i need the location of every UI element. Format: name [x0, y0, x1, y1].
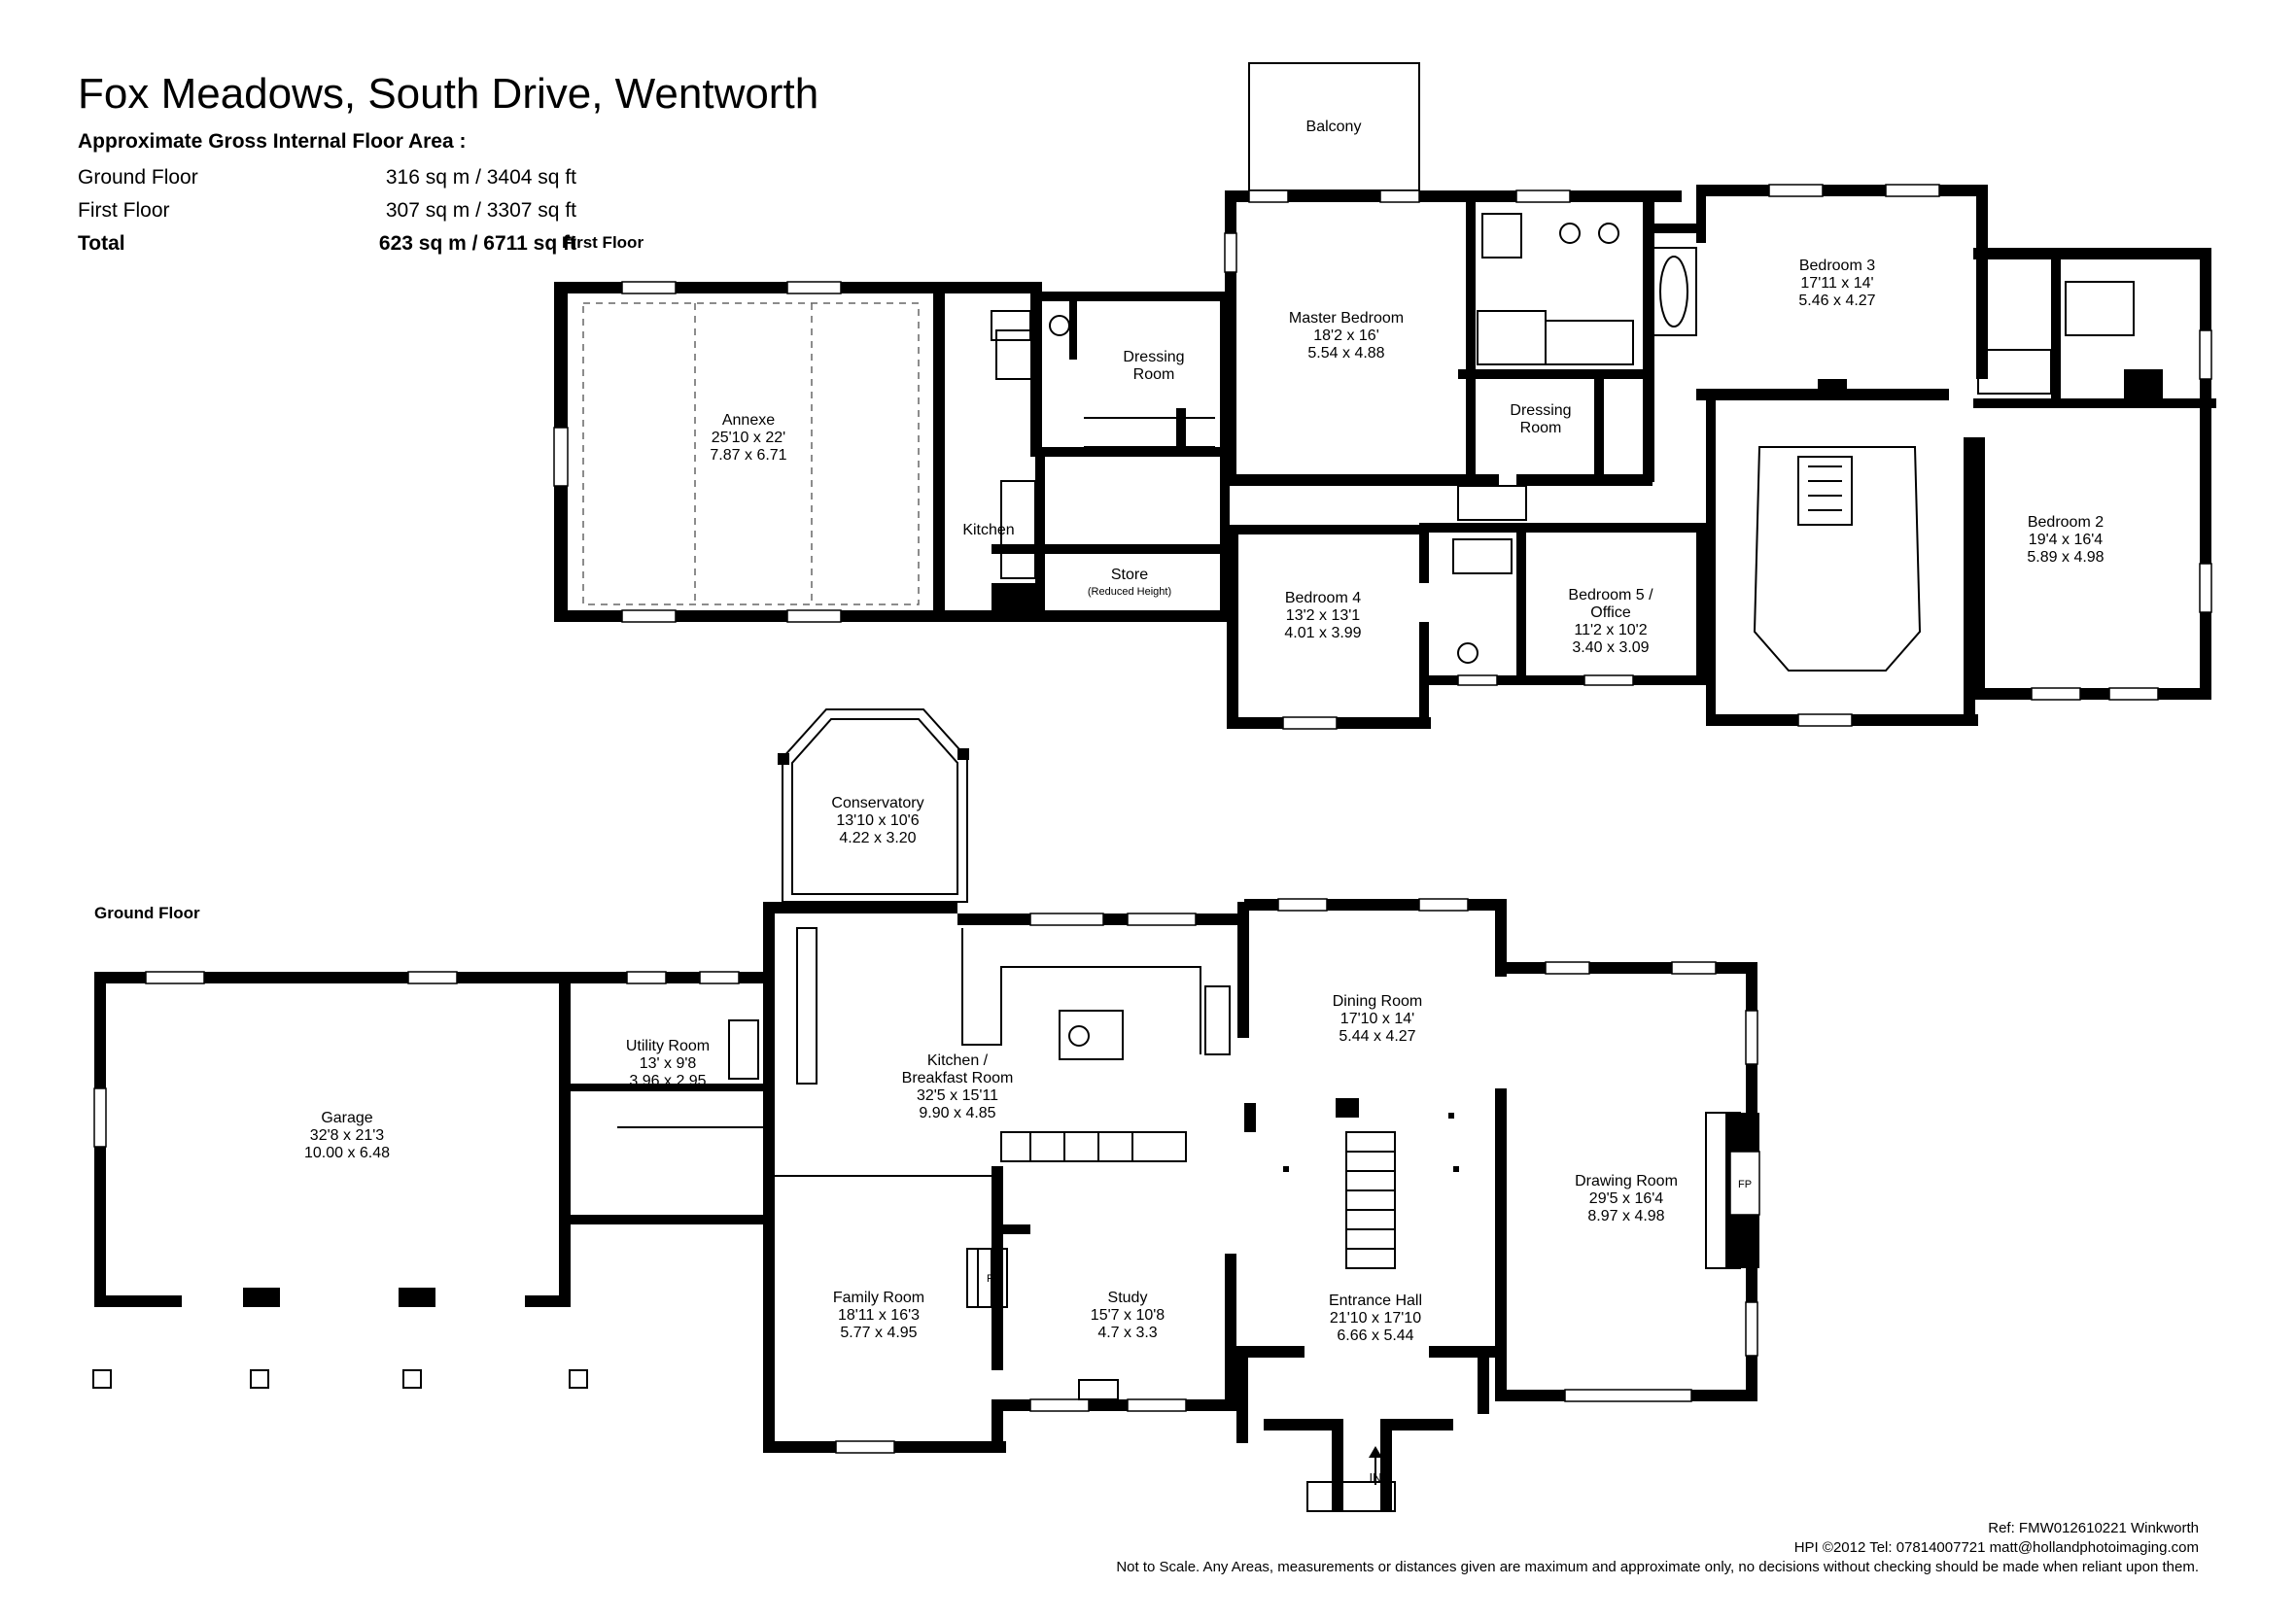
page-title: Fox Meadows, South Drive, Wentworth [78, 70, 819, 118]
room-size-master-metric: 5.54 x 4.88 [1307, 345, 1384, 362]
room-size-garage-imperial: 32'8 x 21'3 [310, 1127, 384, 1144]
room-name-entrance-hall: Entrance Hall [1329, 1293, 1422, 1309]
room-size-family-imperial: 18'11 x 16'3 [838, 1307, 920, 1324]
room-size-annexe-imperial: 25'10 x 22' [712, 430, 785, 446]
room-size-conservatory-metric: 4.22 x 3.20 [839, 830, 916, 846]
room-name-kitchen-breakfast-line2: Breakfast Room [902, 1070, 1014, 1086]
room-note-store: (Reduced Height) [1088, 586, 1171, 598]
room-name-bedroom-4: Bedroom 4 [1285, 590, 1361, 606]
room-name-bedroom-3: Bedroom 3 [1799, 258, 1875, 274]
room-name-dining-room: Dining Room [1333, 993, 1422, 1010]
footer-disclaimer: Not to Scale. Any Areas, measurements or… [1116, 1559, 2199, 1575]
room-size-bedroom-3-imperial: 17'11 x 14' [1800, 275, 1873, 292]
room-size-conservatory-imperial: 13'10 x 10'6 [836, 812, 919, 829]
room-size-study-metric: 4.7 x 3.3 [1097, 1325, 1157, 1341]
room-size-dining-metric: 5.44 x 4.27 [1339, 1028, 1415, 1045]
room-name-drawing-room: Drawing Room [1575, 1173, 1678, 1189]
floor-area-value: 623 sq m / 6711 sq ft [378, 232, 576, 255]
fireplace-label-drawing: FP [1738, 1179, 1752, 1190]
ground-floor-plan [92, 708, 1760, 1512]
ground-floor-label: Ground Floor [94, 904, 200, 922]
first-floor-plan [553, 62, 2216, 730]
room-size-bedroom-5-metric: 3.40 x 3.09 [1572, 639, 1649, 656]
room-name-utility-room: Utility Room [626, 1038, 710, 1054]
room-name-family-room: Family Room [833, 1290, 924, 1306]
room-size-dining-imperial: 17'10 x 14' [1340, 1011, 1414, 1027]
room-name-bedroom-2: Bedroom 2 [2028, 514, 2104, 531]
bedroom4-5-walls [1227, 523, 1711, 729]
room-labels: Balcony Annexe 25'10 x 22' 7.87 x 6.71 D… [304, 119, 2105, 1485]
room-size-bedroom-4-metric: 4.01 x 3.99 [1284, 625, 1361, 641]
floor-area-heading: Approximate Gross Internal Floor Area : [78, 130, 467, 153]
dining-hall-walls [1236, 899, 1757, 1511]
room-name-store: Store [1111, 567, 1148, 583]
first-floor-label: First Floor [562, 233, 644, 252]
footer-ref: Ref: FMW012610221 Winkworth [1988, 1520, 2199, 1536]
room-size-utility-imperial: 13' x 9'8 [640, 1055, 697, 1072]
room-size-kitchen-breakfast-imperial: 32'5 x 15'11 [917, 1087, 998, 1104]
entrance-label: IN [1370, 1470, 1382, 1485]
room-size-garage-metric: 10.00 x 6.48 [304, 1145, 390, 1161]
footer-contact: HPI ©2012 Tel: 07814007721 matt@hollandp… [1793, 1539, 2199, 1556]
floor-area-value: 316 sq m / 3404 sq ft [385, 166, 576, 189]
room-name-dressing-room-1-line2: Room [1133, 366, 1175, 383]
room-name-dressing-room-2: Dressing [1510, 402, 1571, 419]
room-name-garage: Garage [321, 1110, 372, 1126]
room-name-annexe: Annexe [722, 412, 775, 429]
room-size-drawing-imperial: 29'5 x 16'4 [1589, 1190, 1663, 1207]
room-size-bedroom-3-metric: 5.46 x 4.27 [1798, 293, 1875, 309]
room-name-study: Study [1108, 1290, 1148, 1306]
fireplace-label-dining: FP [1363, 1104, 1376, 1116]
room-name-balcony: Balcony [1306, 119, 1362, 135]
room-name-annexe-kitchen: Kitchen [962, 522, 1014, 538]
room-size-bedroom-5-imperial: 11'2 x 10'2 [1574, 622, 1647, 638]
room-name-conservatory: Conservatory [831, 795, 923, 811]
room-size-utility-metric: 3.96 x 2.95 [629, 1073, 706, 1089]
floor-area-label: First Floor [78, 199, 170, 222]
floor-area-summary: Approximate Gross Internal Floor Area : … [78, 130, 576, 260]
floor-area-row: First Floor 307 sq m / 3307 sq ft [78, 194, 576, 227]
room-name-bedroom-5: Bedroom 5 / [1568, 587, 1653, 603]
room-size-hall-imperial: 21'10 x 17'10 [1330, 1310, 1421, 1327]
room-size-hall-metric: 6.66 x 5.44 [1337, 1327, 1413, 1344]
room-name-master-bedroom: Master Bedroom [1289, 310, 1404, 327]
room-size-bedroom-2-imperial: 19'4 x 16'4 [2029, 532, 2103, 548]
room-size-family-metric: 5.77 x 4.95 [840, 1325, 917, 1341]
room-name-dressing-room-2-line2: Room [1520, 420, 1562, 436]
fireplace-label-family: FP [987, 1273, 1000, 1285]
kitchen-walls [763, 902, 1249, 1453]
room-size-bedroom-4-imperial: 13'2 x 13'1 [1286, 607, 1360, 624]
bedroom2-walls [1973, 248, 2216, 700]
floor-area-label: Ground Floor [78, 166, 198, 189]
floor-area-value: 307 sq m / 3307 sq ft [385, 199, 576, 222]
room-name-bedroom-5-line2: Office [1590, 604, 1631, 621]
footer: Ref: FMW012610221 Winkworth HPI ©2012 Te… [1116, 1519, 2199, 1577]
floor-area-row: Ground Floor 316 sq m / 3404 sq ft [78, 161, 576, 194]
room-name-dressing-room-1: Dressing [1123, 349, 1184, 365]
room-size-study-imperial: 15'7 x 10'8 [1091, 1307, 1165, 1324]
room-size-drawing-metric: 8.97 x 4.98 [1587, 1208, 1664, 1224]
floor-area-label: Total [78, 232, 125, 255]
room-size-master-imperial: 18'2 x 16' [1313, 327, 1379, 344]
floor-area-table: Ground Floor 316 sq m / 3404 sq ft First… [78, 161, 576, 260]
floor-area-total-row: Total 623 sq m / 6711 sq ft [78, 227, 576, 260]
room-name-kitchen-breakfast: Kitchen / [927, 1052, 989, 1069]
room-size-annexe-metric: 7.87 x 6.71 [710, 447, 786, 464]
room-size-kitchen-breakfast-metric: 9.90 x 4.85 [919, 1105, 995, 1121]
room-size-bedroom-2-metric: 5.89 x 4.98 [2027, 549, 2104, 566]
